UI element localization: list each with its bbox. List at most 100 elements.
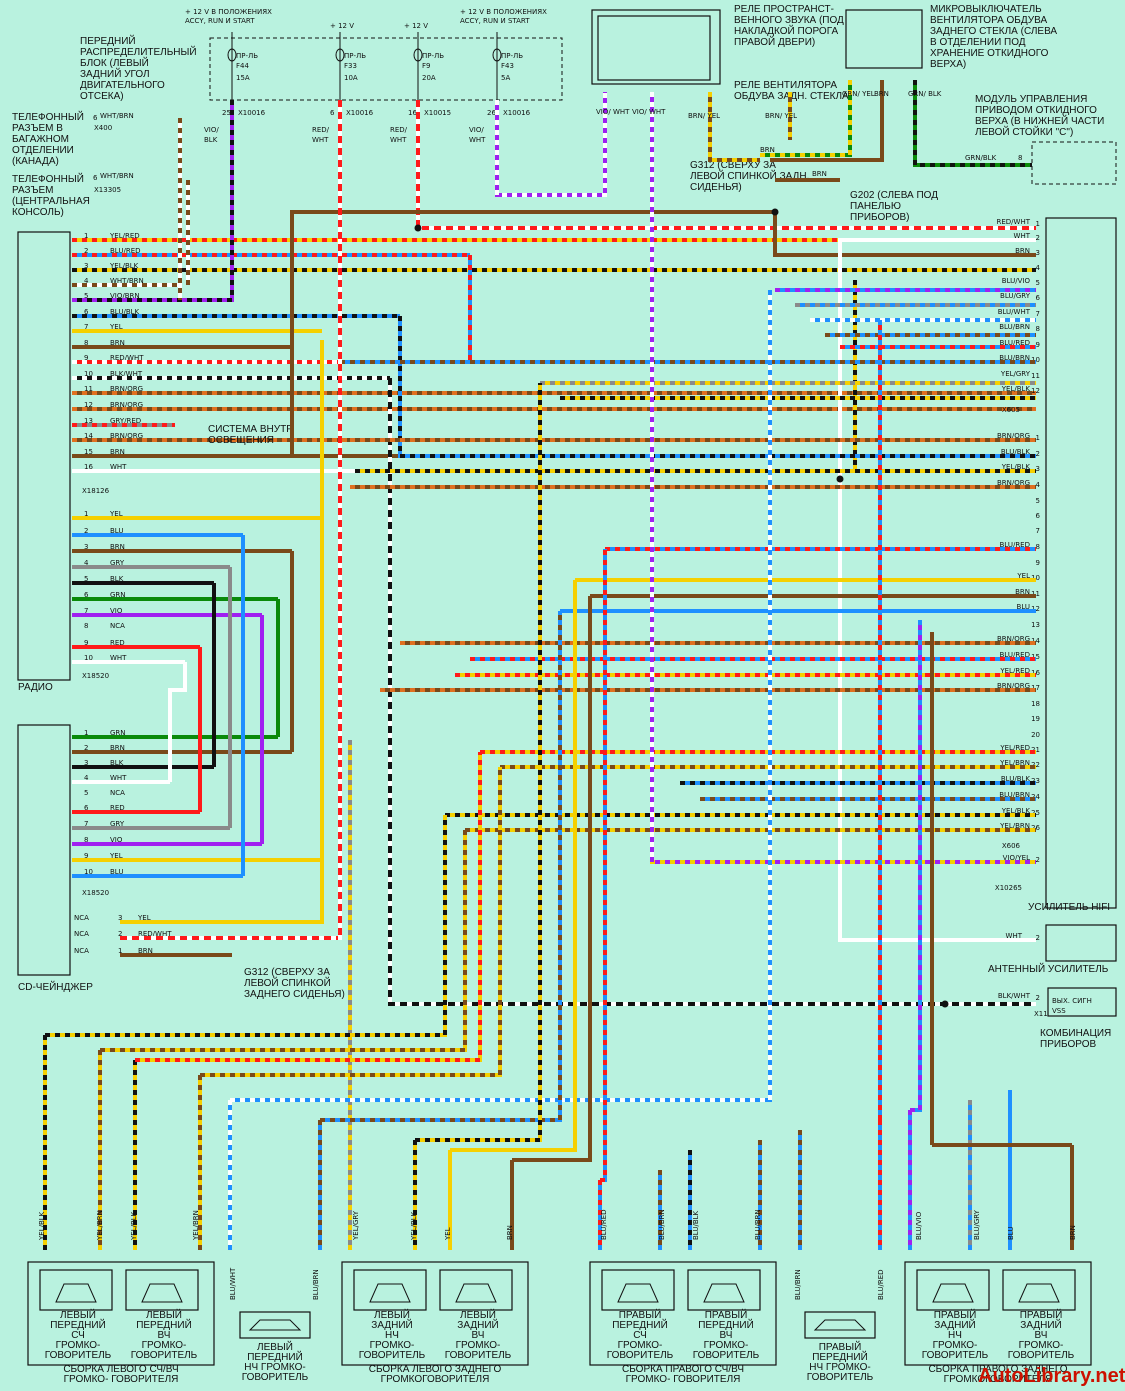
woofer-icon <box>248 1319 302 1331</box>
speaker-feed <box>100 830 467 1052</box>
wire-label: BRN/ORG <box>997 479 1030 487</box>
fuse-icon <box>335 48 345 62</box>
cd-label: CD-ЧЕЙНДЖЕР <box>18 980 93 993</box>
relay-wire <box>708 92 760 162</box>
pin-number: 5 <box>84 575 88 583</box>
wire-label: YEL <box>1016 572 1030 580</box>
wire-label: BLU/BRN <box>658 1209 666 1240</box>
wire-label: BRN <box>506 1225 514 1240</box>
pin-number: 2 <box>1036 450 1040 458</box>
conn: X400 <box>94 124 112 132</box>
speaker-icon <box>55 1283 97 1303</box>
wire-label: BRN <box>110 448 125 456</box>
fuse-wire: VIO/BLK <box>204 126 219 144</box>
vss-wire <box>388 378 1036 1006</box>
pin-number: 7 <box>84 323 88 331</box>
pin-number: 5 <box>84 789 88 797</box>
wire-label: VIO/ WHT <box>632 108 666 116</box>
pin-number: 3 <box>1036 465 1040 473</box>
relay-inner <box>597 15 711 81</box>
lighting-label: СИСТЕМА ВНУТР.ОСВЕЩЕНИЯ <box>208 424 294 446</box>
wire-label: BLU/GRY <box>1000 292 1031 300</box>
pin-number: 2 <box>1036 934 1040 942</box>
wire-label: YEL <box>137 914 151 922</box>
fuse-icon <box>227 48 237 62</box>
fuse-conn: X10016 <box>346 109 374 117</box>
pin-number: 3 <box>84 759 88 767</box>
speaker-assembly <box>589 1261 777 1366</box>
fuse-amp: 10A <box>344 74 358 82</box>
wire-label: BLU/BLK <box>1001 448 1031 456</box>
wire-label: BRN <box>110 543 125 551</box>
pin-number: 4 <box>1036 481 1041 489</box>
pin-number: 18 <box>1031 700 1040 708</box>
pin-number: 1 <box>1036 220 1040 228</box>
speaker-icon <box>617 1283 659 1303</box>
pin-number: 7 <box>1036 310 1040 318</box>
wire-label: BLU <box>1017 603 1030 611</box>
wire-label: BLU/BLK <box>1001 775 1031 783</box>
switch-wire <box>913 80 1032 167</box>
fuse-name: ПР-ЛЬ <box>236 52 258 60</box>
wire-label: GRN/BLK <box>965 154 997 162</box>
speaker-feed <box>200 767 502 1077</box>
wire-label: WHT <box>110 463 127 471</box>
wire-label: BRN <box>110 339 125 347</box>
wire-label: BLU/RED <box>110 247 141 255</box>
fuse-id: F43 <box>501 62 514 70</box>
wire-label: BLU/BLK <box>692 1210 700 1240</box>
wire-label: YEL/BLK <box>1001 385 1031 393</box>
wire-label: VIO/ WHT <box>596 108 630 116</box>
pin-number: 8 <box>1036 325 1040 333</box>
wire-label: BLU/RED <box>999 339 1030 347</box>
conn-label: X605 <box>1002 406 1020 414</box>
wire-label: GRN/ BLK <box>908 90 942 98</box>
wire-label: VIO/BRN <box>110 292 140 300</box>
conn: X13305 <box>94 186 121 194</box>
pin-number: 2 <box>84 744 88 752</box>
wire-label: BRN/ORG <box>997 682 1030 690</box>
wire-label: BLK/WHT <box>110 370 143 378</box>
wire-label: BRN/ORG <box>110 385 143 393</box>
wire-label: BLU/VIO <box>1002 277 1031 285</box>
wire-label: VIO/YEL <box>1003 854 1030 862</box>
wire-label: BLU/BLK <box>110 308 140 316</box>
wire-label: BRN/ YEL <box>765 112 797 120</box>
speaker-body <box>1002 1269 1076 1311</box>
wire-label: BLU/WHT <box>229 1267 237 1300</box>
wire-label: NCA <box>110 622 125 630</box>
wire-label: RED/WHT <box>997 218 1031 226</box>
fuse-amp: 15A <box>236 74 250 82</box>
fuse-block-outline <box>209 37 563 101</box>
wire-label: BRN <box>138 947 153 955</box>
wire-label: VIO <box>110 836 123 844</box>
wire-label: BLU/BRN <box>999 354 1030 362</box>
speaker-icon <box>455 1283 497 1303</box>
wire-label: BRN/ YEL <box>688 112 720 120</box>
wire-label: YEL/BLK <box>1001 463 1031 471</box>
wire-label: RED/WHT <box>110 354 144 362</box>
woofer-icon <box>813 1319 867 1331</box>
pin-number: 10 <box>84 868 93 876</box>
pin-number: 7 <box>1036 527 1040 535</box>
wire-label: BLK <box>110 759 124 767</box>
pin-number: 4 <box>84 277 89 285</box>
speaker-assembly <box>27 1261 215 1366</box>
wire-label: BRN <box>760 146 775 154</box>
pin-number: 8 <box>84 836 88 844</box>
wire-label: YEL/BRN <box>999 822 1030 830</box>
wire-label: BLU/RED <box>999 651 1030 659</box>
antenna-amp-box <box>1045 924 1117 962</box>
conn-label: X18520 <box>82 889 109 897</box>
